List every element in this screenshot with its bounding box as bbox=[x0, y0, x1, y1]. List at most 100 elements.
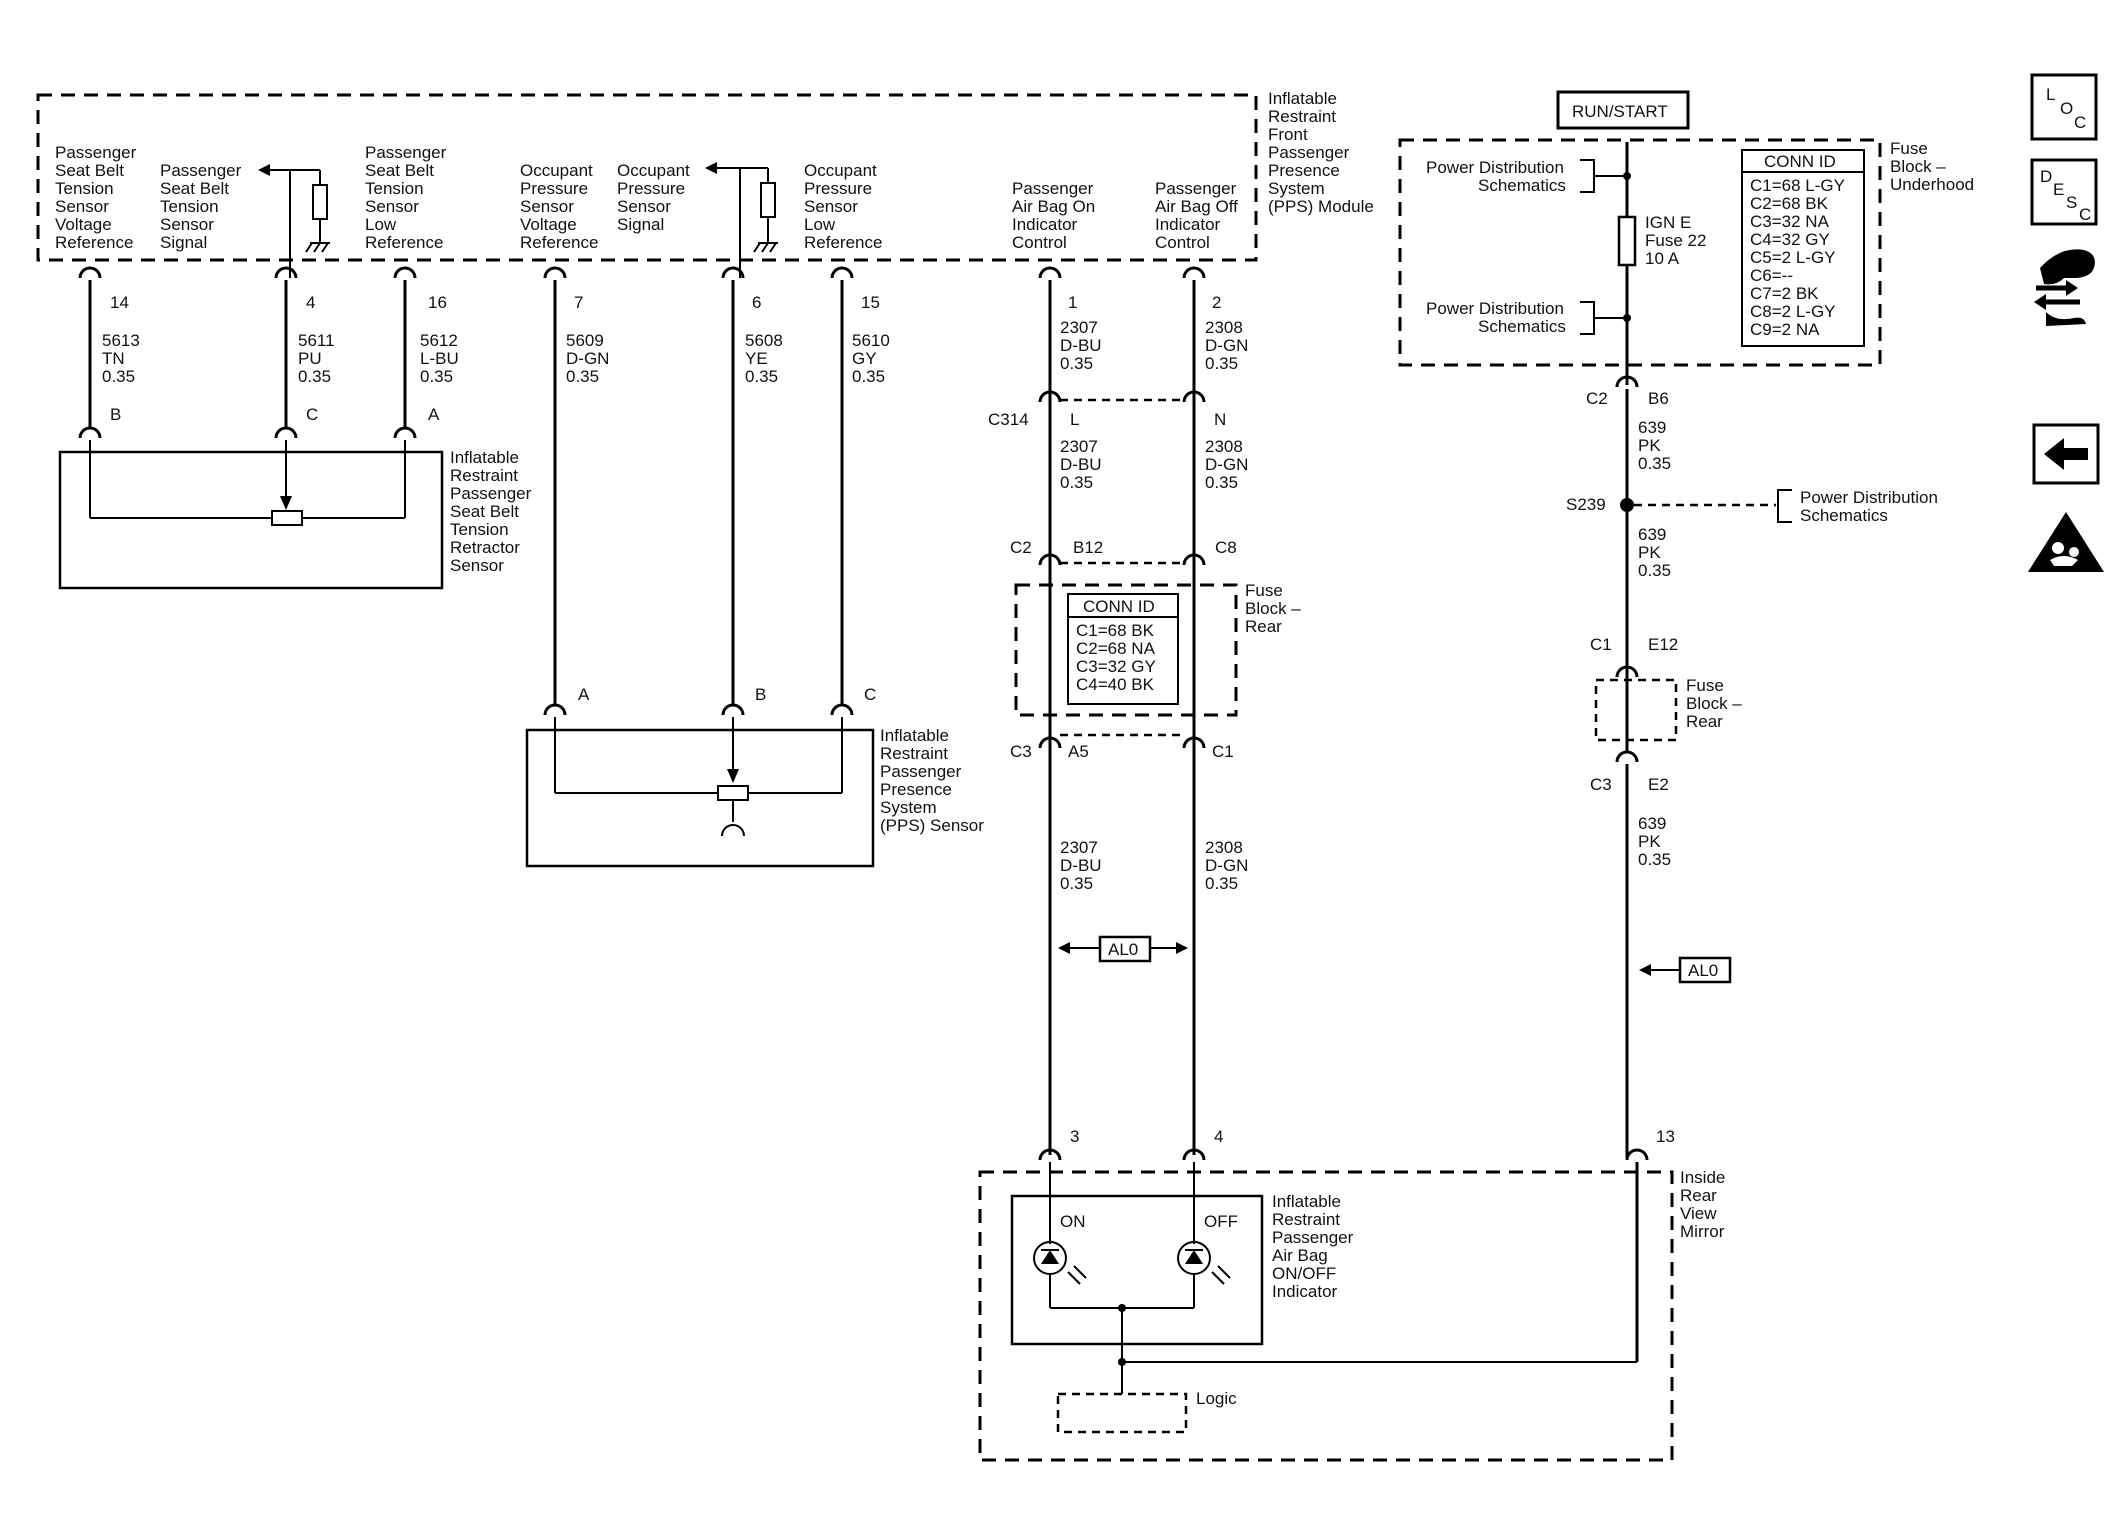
svg-text:C1=68 BK: C1=68 BK bbox=[1076, 621, 1155, 640]
pin-14: 14 bbox=[110, 293, 129, 312]
al0-marker-right[interactable]: AL0 bbox=[1639, 956, 1732, 984]
pd-ref-1[interactable]: Power Distribution Schematics bbox=[1426, 158, 1569, 195]
mirror-pin-13: 13 bbox=[1656, 1127, 1675, 1146]
mirror-pin-4: 4 bbox=[1214, 1127, 1223, 1146]
svg-text:C2=68 BK: C2=68 BK bbox=[1750, 194, 1829, 213]
splice-label: S239 bbox=[1566, 495, 1606, 514]
pin-label-ops-low-ref: Occupant Pressure Sensor Low Reference bbox=[804, 161, 882, 252]
fbr-conn-id-table: CONN ID C1=68 BK C2=68 NA C3=32 GY C4=40… bbox=[1067, 593, 1179, 705]
svg-text:C4=40 BK: C4=40 BK bbox=[1076, 675, 1155, 694]
pin-label-sbt-low-ref: Passenger Seat Belt Tension Sensor Low R… bbox=[365, 143, 451, 252]
location-icon[interactable]: L O C bbox=[2030, 73, 2098, 141]
mirror-pin-3: 3 bbox=[1070, 1127, 1079, 1146]
fbr-title: Fuse Block – Rear bbox=[1245, 581, 1305, 636]
svg-text:CONN ID: CONN ID bbox=[1764, 152, 1836, 171]
fbr2-bot-conn: C3 bbox=[1590, 775, 1612, 794]
fbr2-bot-pin: E2 bbox=[1648, 775, 1669, 794]
pin-label-airbag-on-control: Passenger Air Bag On Indicator Control bbox=[1012, 179, 1100, 252]
pd-ref-2[interactable]: Power Distribution Schematics bbox=[1426, 299, 1569, 336]
pin-6: 6 bbox=[752, 293, 761, 312]
pps-pin-c: C bbox=[864, 685, 876, 704]
logic-label: Logic bbox=[1196, 1389, 1237, 1408]
pin-4: 4 bbox=[306, 293, 315, 312]
svg-text:C5=2 L-GY: C5=2 L-GY bbox=[1750, 248, 1836, 267]
c314-pin-n: N bbox=[1214, 410, 1226, 429]
side-toolbar: L O C D E S C bbox=[2028, 73, 2104, 572]
sbt-sensor-title: Inflatable Restraint Passenger Seat Belt… bbox=[450, 448, 536, 575]
fbr-bot-pin-left: A5 bbox=[1068, 742, 1089, 761]
pps-sensor-title: Inflatable Restraint Passenger Presence … bbox=[880, 726, 984, 835]
fuse-label: IGN E Fuse 22 10 A bbox=[1645, 213, 1711, 268]
mirror-title: Inside Rear View Mirror bbox=[1680, 1168, 1730, 1241]
splice-pd-ref[interactable]: Power Distribution Schematics bbox=[1800, 488, 1943, 525]
led-on-label: ON bbox=[1060, 1212, 1086, 1231]
pps-pin-a: A bbox=[578, 685, 590, 704]
led-on-icon bbox=[1033, 1241, 1087, 1285]
fbr-top-pin-right: C8 bbox=[1215, 538, 1237, 557]
sbt-pin-a: A bbox=[428, 405, 440, 424]
pin-label-ops-voltage-ref: Occupant Pressure Sensor Voltage Referen… bbox=[520, 161, 598, 252]
back-arrow-icon[interactable] bbox=[2032, 423, 2100, 485]
fbu-out-conn: C2 bbox=[1586, 389, 1608, 408]
svg-text:AL0: AL0 bbox=[1688, 961, 1718, 980]
svg-text:L: L bbox=[2046, 85, 2055, 104]
description-icon[interactable]: D E S C bbox=[2030, 158, 2098, 226]
inside-rear-view-mirror: 3 4 13 Inside Rear View Mirror Inflatabl… bbox=[978, 1127, 1730, 1462]
diagnostic-hand-icon[interactable] bbox=[2034, 249, 2095, 326]
svg-text:CONN ID: CONN ID bbox=[1083, 597, 1155, 616]
pps-pin-b: B bbox=[755, 685, 766, 704]
pps-sensor: A B C Inflatable Restraint Passenger Pre… bbox=[525, 280, 984, 868]
fuse-block-underhood: RUN/START Fuse Block – Underhood Power D… bbox=[1398, 90, 1974, 408]
svg-text:C: C bbox=[2079, 205, 2091, 224]
seat-belt-tension-sensor: B C A Inflatable Restraint Passenger Sea… bbox=[58, 280, 536, 590]
fbr-top-pin-left: B12 bbox=[1073, 538, 1103, 557]
led-off-icon bbox=[1177, 1241, 1231, 1285]
fbr2-top-conn: C1 bbox=[1590, 635, 1612, 654]
ops-signal-pullup bbox=[705, 162, 778, 278]
svg-text:S: S bbox=[2066, 193, 2077, 212]
svg-text:O: O bbox=[2060, 99, 2073, 118]
svg-text:C9=2 NA: C9=2 NA bbox=[1750, 320, 1820, 339]
pin-label-airbag-off-control: Passenger Air Bag Off Indicator Control bbox=[1155, 179, 1243, 252]
pps-module: Inflatable Restraint Front Passenger Pre… bbox=[36, 89, 1374, 278]
fbu-title: Fuse Block – Underhood bbox=[1890, 139, 1974, 194]
svg-text:C6=--: C6=-- bbox=[1750, 266, 1793, 285]
svg-text:C: C bbox=[2074, 113, 2086, 132]
svg-text:C3=32 NA: C3=32 NA bbox=[1750, 212, 1830, 231]
module-terminals bbox=[78, 266, 1206, 279]
al0-marker-left[interactable]: AL0 bbox=[1058, 935, 1188, 963]
sbt-pin-c: C bbox=[306, 405, 318, 424]
fbr-bot-conn: C3 bbox=[1010, 742, 1032, 761]
sbt-signal-pullup bbox=[258, 164, 330, 278]
pin-16: 16 bbox=[428, 293, 447, 312]
pin-label-sbt-signal: Passenger Seat Belt Tension Sensor Signa… bbox=[160, 161, 246, 252]
svg-text:D: D bbox=[2040, 167, 2052, 186]
pps-module-title: Inflatable Restraint Front Passenger Pre… bbox=[1268, 89, 1374, 216]
pin-label-ops-signal: Occupant Pressure Sensor Signal bbox=[617, 161, 695, 234]
fbr-bot-pin-right: C1 bbox=[1212, 742, 1234, 761]
svg-text:C4=32 GY: C4=32 GY bbox=[1750, 230, 1830, 249]
fbr-top-conn: C2 bbox=[1010, 538, 1032, 557]
fbr2-top-pin: E12 bbox=[1648, 635, 1678, 654]
c314-label: C314 bbox=[988, 410, 1029, 429]
fbu-out-pin: B6 bbox=[1648, 389, 1669, 408]
pin-2: 2 bbox=[1212, 293, 1221, 312]
pin-label-sbt-voltage-ref: Passenger Seat Belt Tension Sensor Volta… bbox=[55, 143, 141, 252]
led-off-label: OFF bbox=[1204, 1212, 1238, 1231]
airbag-warning-icon[interactable] bbox=[2028, 512, 2104, 572]
fuse-ign-e: IGN E Fuse 22 10 A bbox=[1617, 213, 1711, 268]
